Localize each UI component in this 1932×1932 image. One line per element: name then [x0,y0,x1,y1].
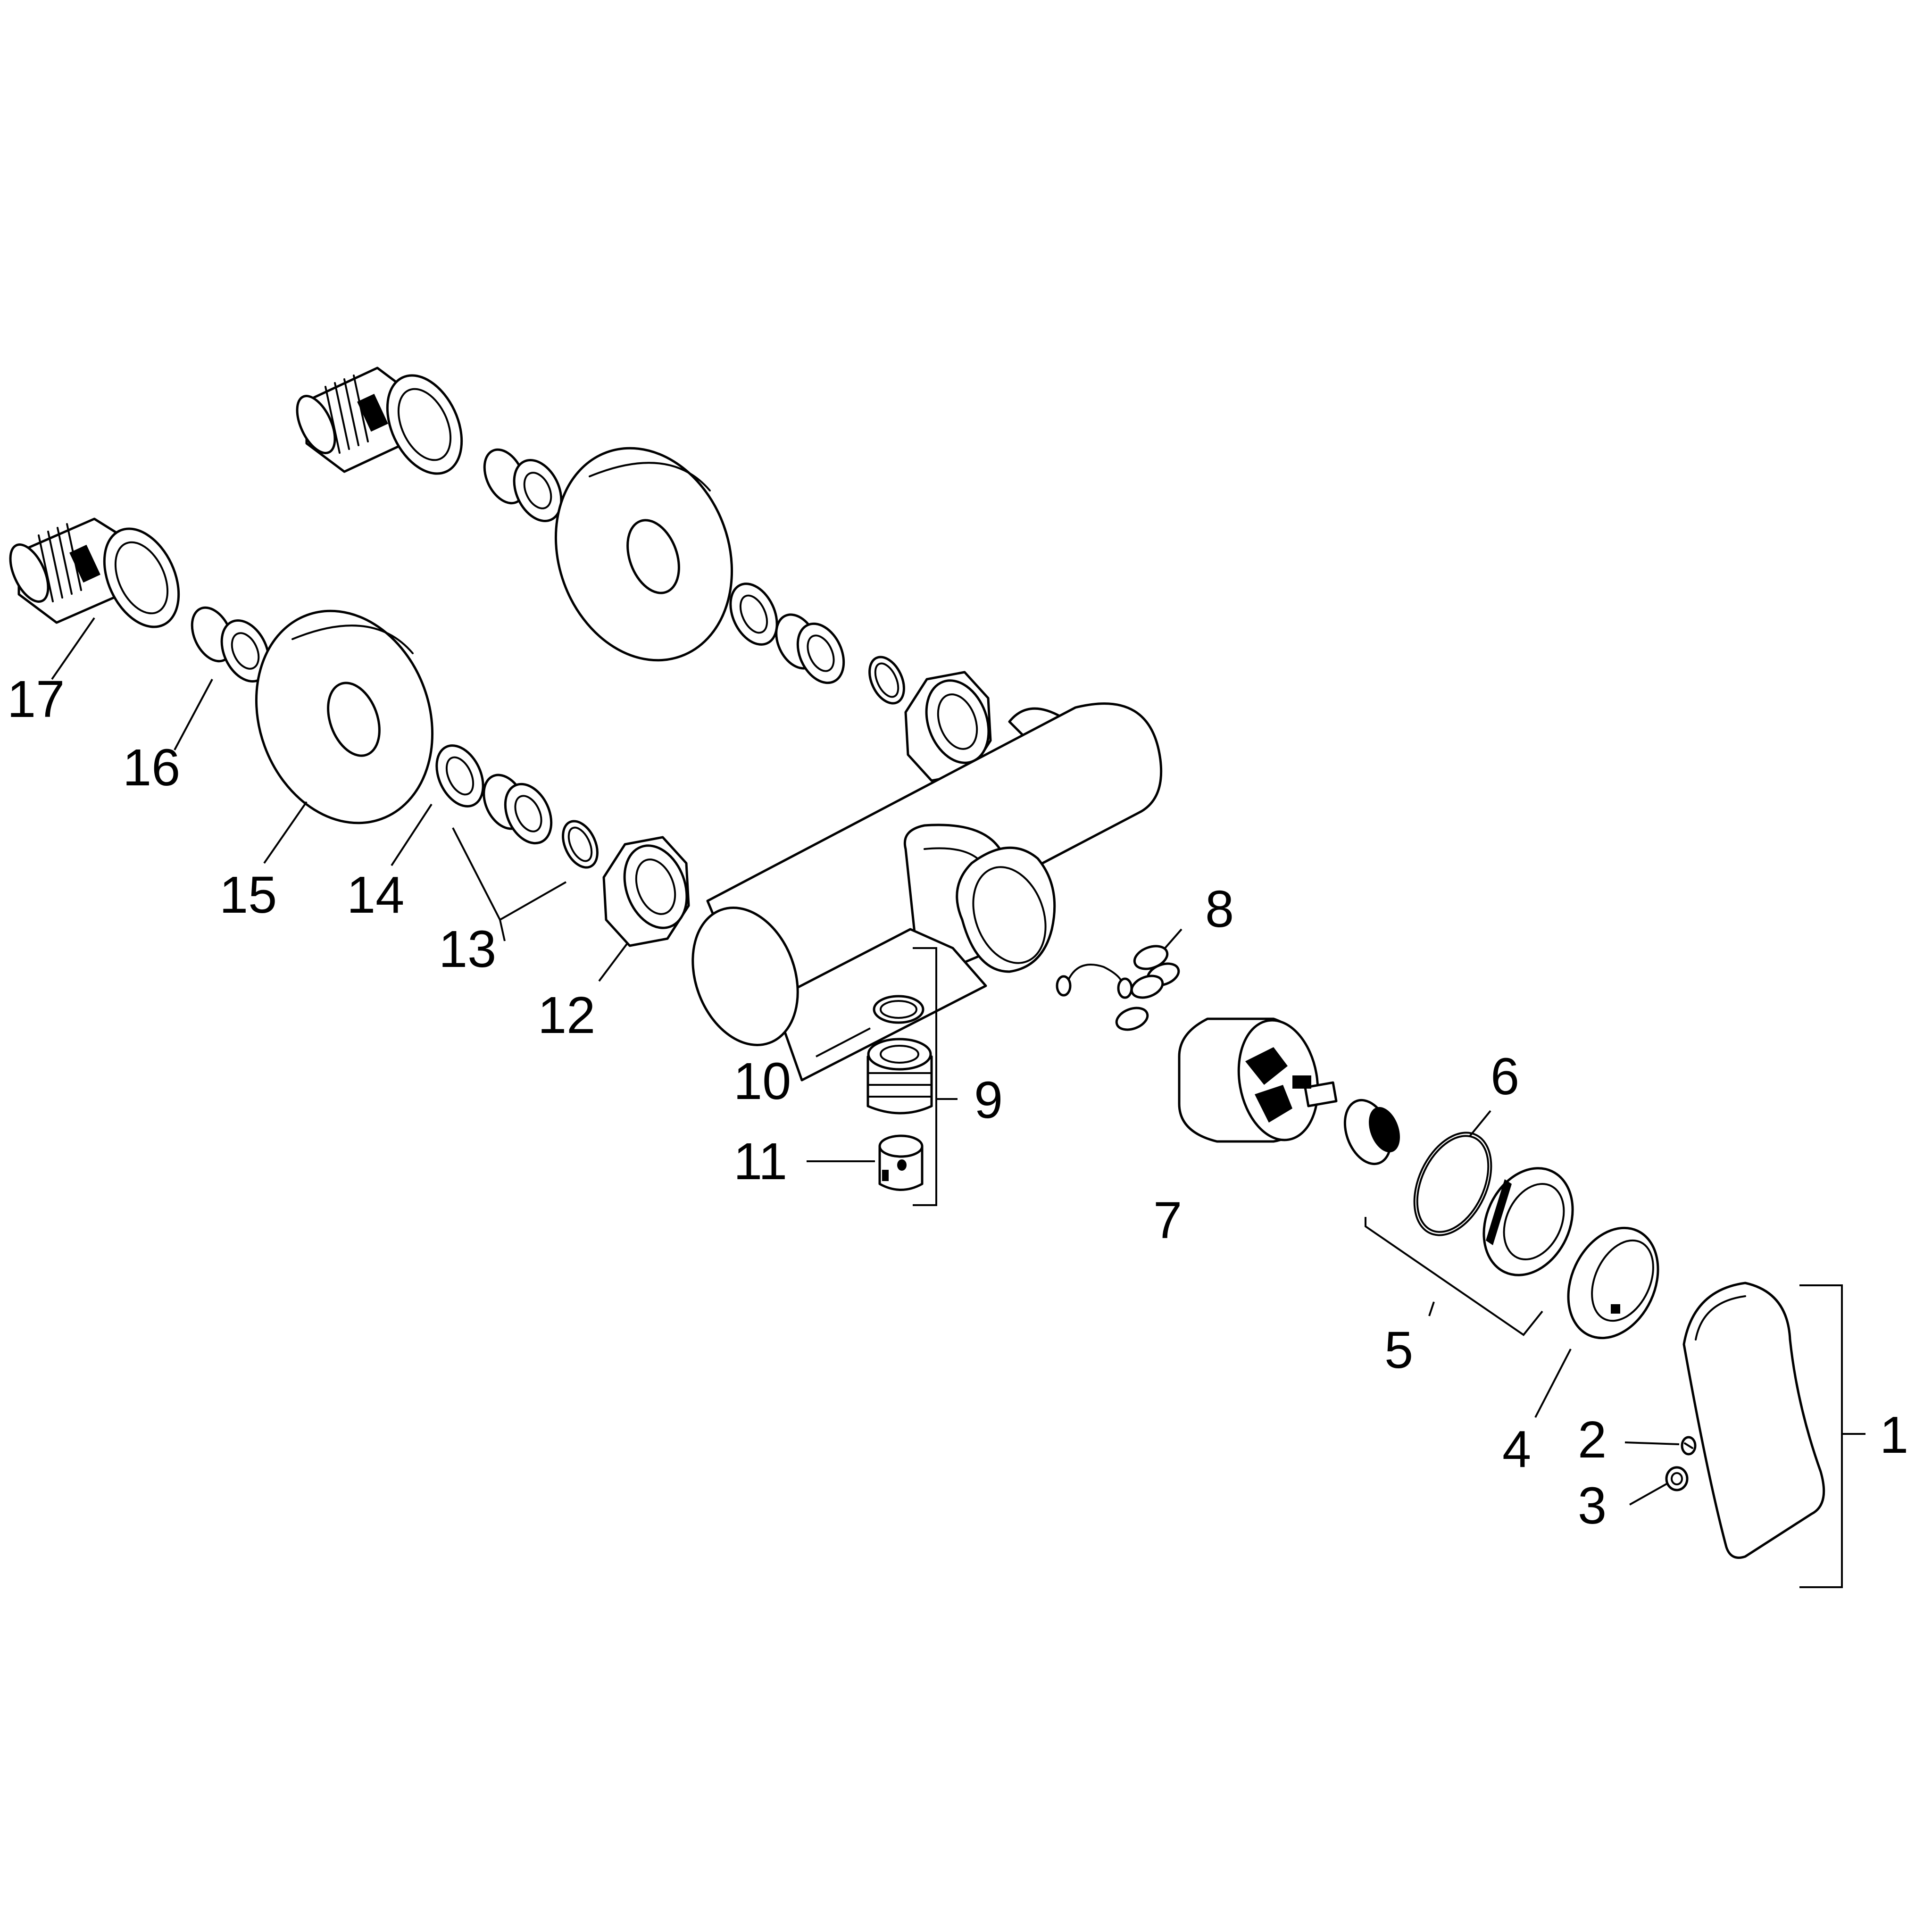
callout-3: 3 [1578,1477,1607,1535]
leader-lines [51,617,1865,1588]
callout-7: 7 [1153,1191,1182,1249]
callout-11: 11 [733,1133,787,1191]
lower-escutcheon-rosette [255,609,434,824]
upper-escutcheon-rosette [554,447,733,662]
callout-15: 15 [219,866,277,924]
outlet-threaded-adapter [866,1038,933,1115]
cartridge-nut [1343,1099,1400,1166]
trim-o-ring [1413,1132,1492,1236]
callout-4: 4 [1502,1420,1531,1478]
callout-10: 10 [733,1052,791,1110]
lower-check-valve [191,606,270,683]
outlet-seal-ring [873,995,924,1024]
callout-13: 13 [439,920,496,978]
upper-o-ring [868,656,905,705]
callout-12: 12 [538,986,595,1044]
callout-8: 8 [1205,880,1234,938]
cartridge [1178,1017,1338,1143]
upper-washer [729,583,778,646]
callout-5: 5 [1384,1321,1413,1379]
callout-1: 1 [1880,1406,1908,1464]
callout-17: 17 [7,670,65,728]
upper-s-union-connector [296,366,463,475]
cartridge-seals [1115,945,1180,1031]
callout-9: 9 [974,1071,1003,1129]
callout-16: 16 [123,739,180,797]
callout-labels: 1 2 3 4 5 6 7 8 9 10 11 12 13 14 15 16 1… [7,670,1908,1535]
lower-s-union-connector [9,517,180,628]
upper-adapter-fitting [775,613,845,684]
lower-o-ring [562,820,599,869]
callout-14: 14 [347,866,404,924]
callout-2: 2 [1578,1411,1607,1469]
grub-screw [1681,1436,1697,1456]
lower-adapter-fitting [483,774,553,845]
upper-check-valve [483,448,563,522]
cartridge-clip [1056,964,1133,999]
outlet-aerator [878,1134,924,1191]
handle-cover-ring [1567,1226,1659,1340]
callout-6: 6 [1491,1048,1519,1106]
lower-washer [435,744,484,808]
mixer-body [691,702,1163,1082]
trim-threaded-ring [1482,1167,1574,1276]
lower-union-nut [602,836,690,947]
lever-handle [1682,1282,1825,1559]
upper-union-nut [904,671,992,782]
screw-cap [1665,1466,1689,1491]
